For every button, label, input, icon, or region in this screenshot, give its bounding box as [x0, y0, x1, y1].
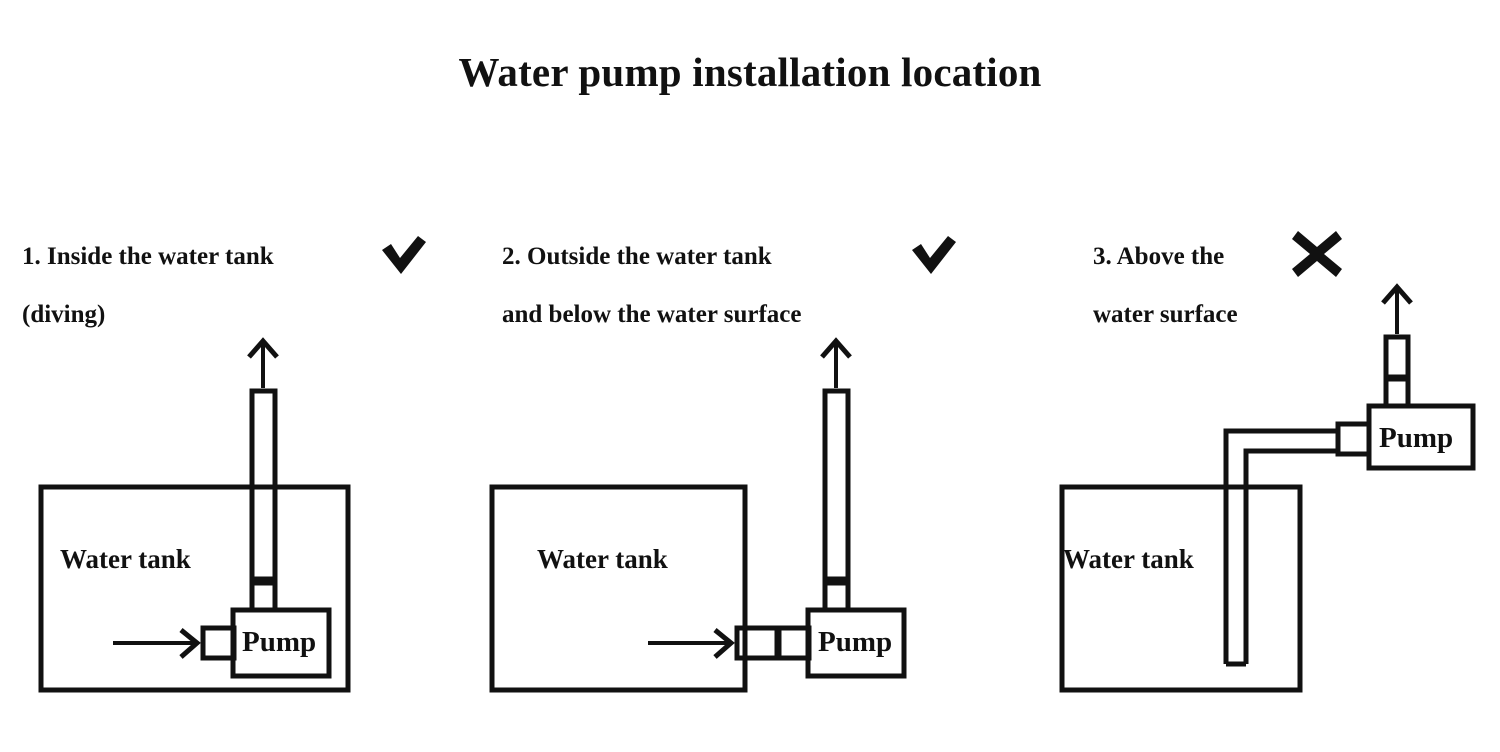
tank-outline-1	[38, 484, 351, 693]
tank-label-2: Water tank	[537, 544, 668, 574]
column-heading-1: 1. Inside the water tank (diving)	[22, 228, 426, 344]
pump-inlet-stub-1	[200, 625, 237, 661]
tank-label-1: Water tank	[60, 544, 191, 574]
column-heading-3: 3. Above the water surface	[1093, 228, 1342, 344]
suction-pipe-elbow-3	[1223, 428, 1339, 667]
outlet-up-arrow-3	[1381, 283, 1413, 334]
outlet-up-arrow-2	[820, 337, 852, 388]
check-mark-icon	[909, 234, 959, 276]
discharge-pipe-coupling-3	[1383, 376, 1411, 409]
column-3-heading-line1: 3. Above the	[1093, 243, 1225, 270]
column-2-heading-line1: 2. Outside the water tank	[502, 243, 772, 270]
inlet-right-arrow-1	[113, 628, 201, 659]
pump-label-2: Pump	[818, 626, 893, 658]
column-1-heading-line1: 1. Inside the water tank	[22, 243, 274, 270]
tank-label-3: Water tank	[1063, 544, 1194, 574]
tank-outline-3	[1059, 484, 1303, 693]
pump-label-1: Pump	[242, 626, 317, 658]
discharge-pipe-upper-3	[1383, 334, 1411, 380]
column-1-heading-line2: (diving)	[22, 301, 106, 328]
page-title: Water pump installation location	[458, 49, 1042, 95]
riser-pipe-2	[822, 388, 851, 582]
tank-outline-2	[489, 484, 748, 693]
riser-pipe-1	[249, 388, 278, 582]
suction-pipe-segment-b-2	[776, 625, 812, 661]
pump-inlet-coupling-3	[1335, 421, 1372, 457]
column-3-heading-line2: water surface	[1093, 301, 1238, 328]
column-2-heading-line2: and below the water surface	[502, 301, 802, 328]
inlet-right-arrow-2	[648, 628, 735, 659]
outlet-up-arrow-1	[247, 337, 279, 388]
check-mark-icon	[379, 234, 429, 276]
pump-label-3: Pump	[1379, 422, 1454, 454]
cross-mark-icon	[1290, 229, 1344, 279]
column-heading-2: 2. Outside the water tank and below the …	[502, 228, 956, 344]
